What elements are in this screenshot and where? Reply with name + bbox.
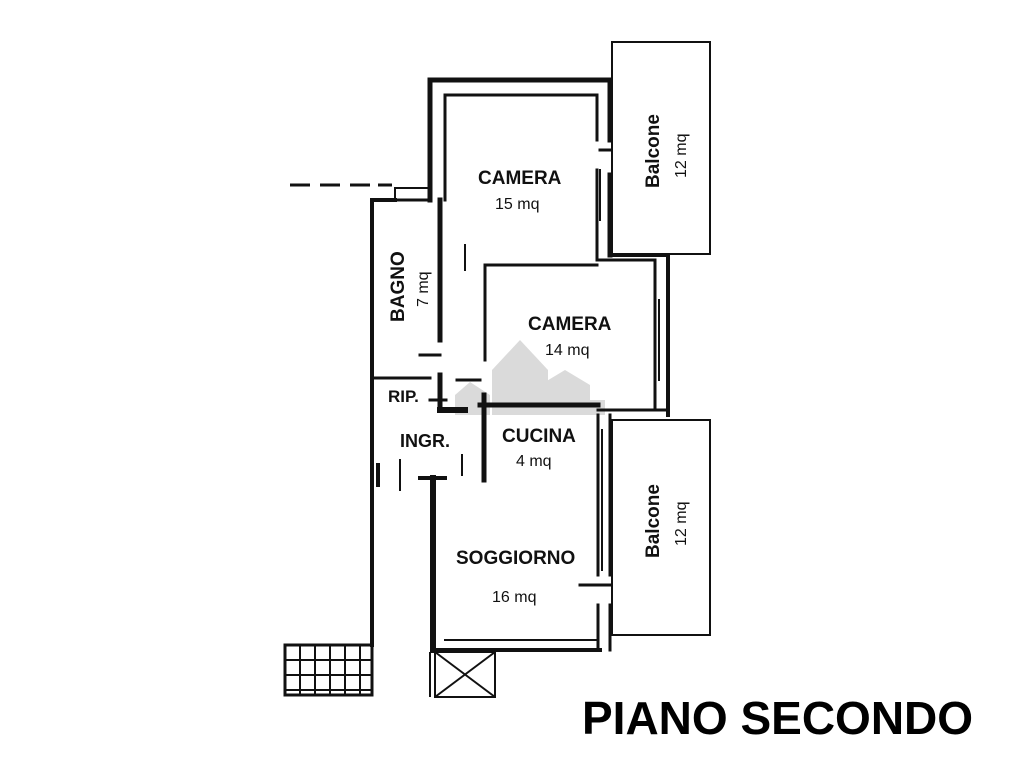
camera-2-label: CAMERA (528, 314, 612, 335)
soggiorno-label: SOGGIORNO (456, 548, 575, 569)
walls (370, 77, 670, 653)
balconies (611, 41, 711, 636)
balcone-bottom-label: Balcone (643, 484, 664, 558)
balcone-top-area: 12 mq (673, 134, 690, 178)
stair-landing (429, 651, 496, 698)
bagno-area: 7 mq (415, 271, 432, 307)
balcone-bottom-outline (611, 419, 711, 636)
cucina-area: 4 mq (516, 453, 552, 470)
camera-1-label: CAMERA (478, 168, 562, 189)
floor-title: PIANO SECONDO (582, 692, 973, 744)
rip-label: RIP. (388, 387, 419, 406)
stairs (283, 643, 374, 697)
balcone-bottom-area: 12 mq (673, 502, 690, 546)
camera-1-area: 15 mq (495, 196, 539, 213)
balcone-top-label: Balcone (643, 114, 664, 188)
ingr-label: INGR. (400, 431, 450, 451)
cucina-label: CUCINA (502, 426, 576, 447)
bagno-label: BAGNO (388, 251, 409, 322)
balcone-top-outline (611, 41, 711, 255)
camera-2-area: 14 mq (545, 342, 589, 359)
soggiorno-area: 16 mq (492, 589, 536, 606)
